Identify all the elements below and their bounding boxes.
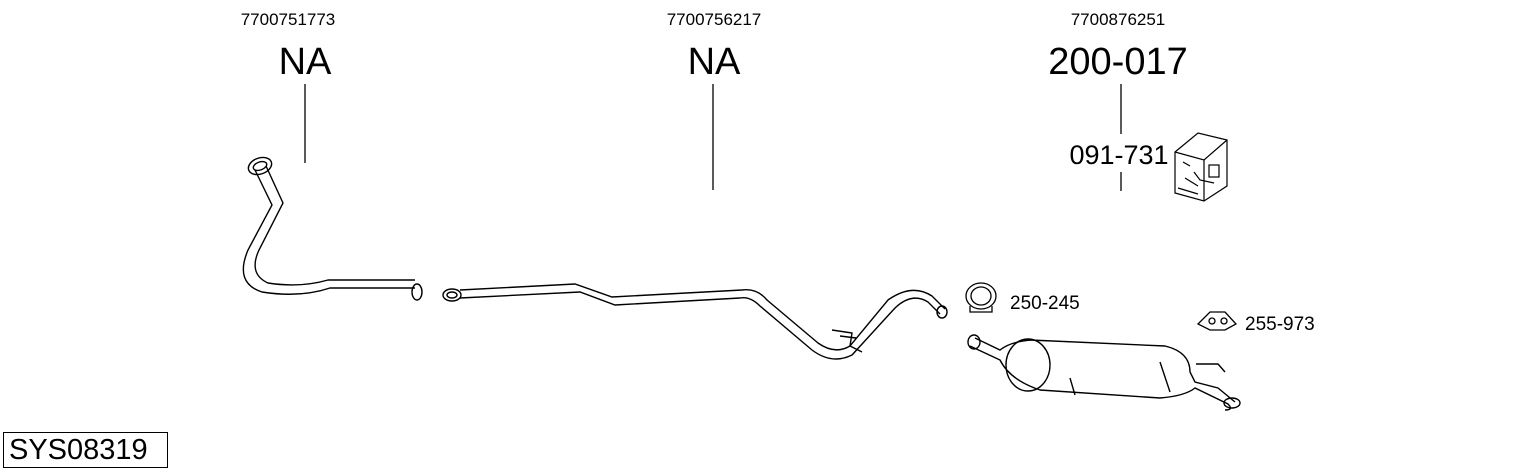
system-id-label: SYS08319 — [3, 432, 168, 468]
part-1-code: NA — [279, 41, 332, 83]
clamp-icon — [965, 282, 997, 313]
middle-pipe-part — [442, 283, 948, 360]
part-2-code: NA — [688, 41, 741, 83]
rear-silencer-part — [967, 334, 1241, 411]
clamp-code: 250-245 — [1010, 293, 1080, 314]
leader-lines — [304, 84, 1122, 191]
part-2-oem: 7700756217 — [667, 10, 762, 29]
hanger-code: 255-973 — [1245, 314, 1315, 335]
part-3-oem: 7700876251 — [1071, 10, 1166, 29]
hanger-icon — [1196, 311, 1238, 331]
part-3-subcode: 091-731 — [1069, 140, 1168, 170]
front-pipe-part — [242, 156, 423, 301]
part-3-code: 200-017 — [1048, 41, 1187, 83]
mounting-kit-box-icon — [1174, 132, 1228, 202]
part-1-oem: 7700751773 — [241, 10, 336, 29]
